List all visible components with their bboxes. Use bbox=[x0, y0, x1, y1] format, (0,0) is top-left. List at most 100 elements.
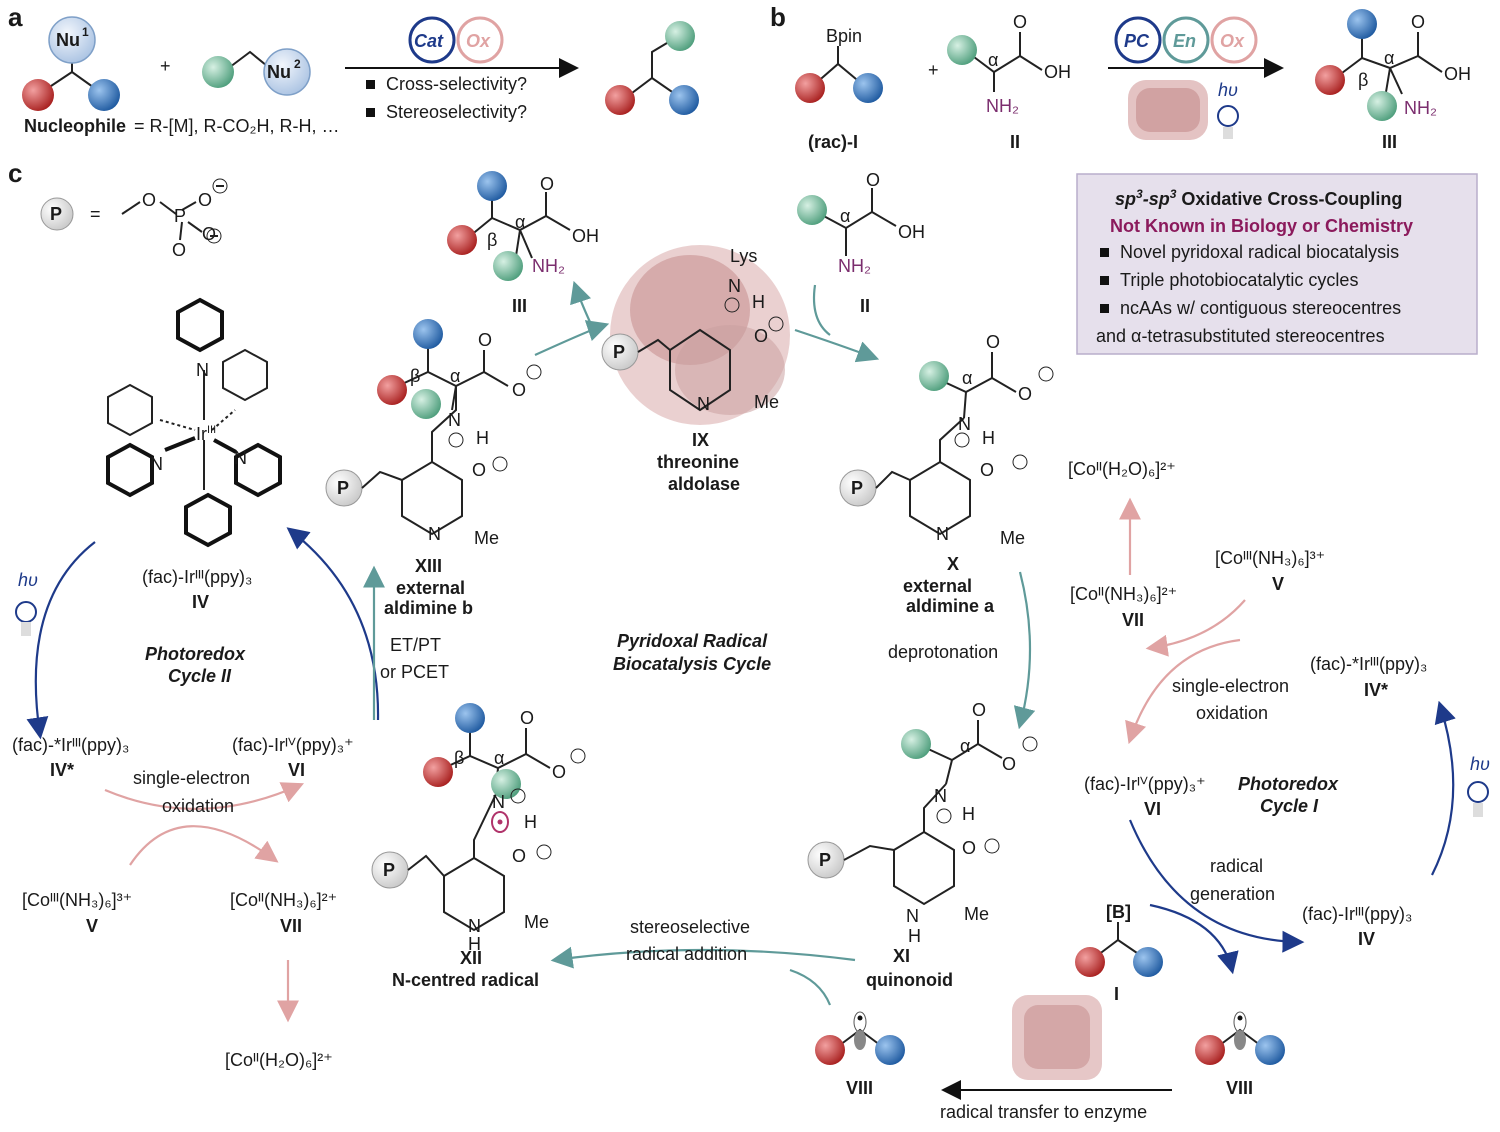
arrow-co-left bbox=[129, 825, 279, 866]
iv-label-top: IV bbox=[192, 592, 209, 612]
b-iii-oh: OH bbox=[1444, 64, 1471, 84]
xii-beta: β bbox=[454, 748, 464, 768]
panel-b: Bpin (rac)-I + O OH α NH₂ II PC En Ox hυ… bbox=[795, 9, 1471, 152]
cat-text: Cat bbox=[414, 31, 444, 51]
viii-right: VIII bbox=[1195, 1011, 1285, 1098]
nu2-sphere bbox=[263, 48, 311, 96]
oxidation-left: oxidation bbox=[162, 796, 234, 816]
center-title-l2: Biocatalysis Cycle bbox=[613, 654, 771, 674]
arrow-excitation-right bbox=[1431, 700, 1456, 876]
b-iii-nh2: NH₂ bbox=[1404, 98, 1437, 118]
x-name-l1: external bbox=[903, 576, 972, 596]
iii-top-o: O bbox=[540, 174, 554, 194]
coh2o-left: [Coᴵᴵ(H₂O)₆]²⁺ bbox=[225, 1050, 333, 1070]
box-item-2: Triple photobiocatalytic cycles bbox=[1120, 270, 1358, 290]
stereo2: radical addition bbox=[626, 944, 747, 964]
xi-n: N bbox=[934, 786, 947, 806]
viii-left: VIII bbox=[815, 1011, 905, 1098]
arrow-xiii-to-ix bbox=[534, 320, 610, 357]
vi-right-label: VI bbox=[1144, 799, 1161, 819]
xiii-name-l1: external bbox=[396, 578, 465, 598]
ir-n2: N bbox=[150, 454, 163, 474]
oxidation-right: oxidation bbox=[1196, 703, 1268, 723]
panel-a-label: a bbox=[8, 2, 23, 32]
ix-name-l1: threonine bbox=[657, 452, 739, 472]
ox-text: Ox bbox=[466, 31, 491, 51]
nucleophile-def: = R-[M], R-CO₂H, R-H, … bbox=[134, 116, 339, 136]
xiii-p: P bbox=[337, 478, 349, 498]
i-label: I bbox=[1114, 984, 1119, 1004]
iii-top: O OH α β NH₂ III bbox=[447, 171, 599, 316]
ix-o: O bbox=[754, 326, 768, 346]
bpin: Bpin bbox=[826, 26, 862, 46]
ir-n3: N bbox=[234, 448, 247, 468]
radgen1: radical bbox=[1210, 856, 1263, 876]
arrow-xi-to-xii bbox=[550, 946, 856, 969]
iii-top-nh2: NH₂ bbox=[532, 256, 565, 276]
p-sphere-label: P bbox=[50, 204, 62, 224]
box-subtitle: Not Known in Biology or Chemistry bbox=[1110, 216, 1413, 236]
ix-n2: N bbox=[728, 276, 741, 296]
hv-b: hυ bbox=[1218, 80, 1238, 100]
nu1-sup: 1 bbox=[82, 25, 89, 39]
xi-h2: H bbox=[908, 926, 921, 946]
ii-label-b: II bbox=[1010, 132, 1020, 152]
xi-o2: O bbox=[1002, 754, 1016, 774]
red-sphere bbox=[22, 79, 54, 111]
hv-left: hυ bbox=[18, 570, 38, 590]
panel-b-label: b bbox=[770, 2, 786, 32]
arrow-seo-right bbox=[1125, 638, 1241, 745]
vi-left-label: VI bbox=[288, 760, 305, 780]
b-ii-alpha: α bbox=[988, 50, 998, 70]
arrow-excitation-left bbox=[26, 541, 96, 740]
etpt: ET/PT bbox=[390, 635, 441, 655]
x-o: O bbox=[986, 332, 1000, 352]
viii-left-label: VIII bbox=[846, 1078, 873, 1098]
xiii-h: H bbox=[476, 428, 489, 448]
box-item-3: ncAAs w/ contiguous stereocentres bbox=[1120, 298, 1401, 318]
ii-top-nh2: NH₂ bbox=[838, 256, 871, 276]
ix-name-l2: aldolase bbox=[668, 474, 740, 494]
box-title: sp3-sp3 Oxidative Cross-Coupling bbox=[1115, 187, 1402, 209]
stereo1: stereoselective bbox=[630, 917, 750, 937]
viii-right-label: VIII bbox=[1226, 1078, 1253, 1098]
substrate-i: [B] I bbox=[1075, 902, 1163, 1004]
ir-n1: N bbox=[196, 360, 209, 380]
iii-label-b: III bbox=[1382, 132, 1397, 152]
b-ii-nh2: NH₂ bbox=[986, 96, 1019, 116]
iv-right: (fac)-Irᴵᴵᴵ(ppy)₃ bbox=[1302, 904, 1412, 924]
green-sphere bbox=[202, 56, 234, 88]
stereoselectivity: Stereoselectivity? bbox=[386, 102, 527, 122]
arrow-return-cycle2 bbox=[286, 527, 380, 721]
arrow-to-viii bbox=[1149, 903, 1239, 975]
xii-o2: O bbox=[552, 762, 566, 782]
arrow-x-to-xi bbox=[1013, 571, 1036, 730]
x-me: Me bbox=[1000, 528, 1025, 548]
box-item-4: and α-tetrasubstituted stereocentres bbox=[1096, 326, 1385, 346]
cat-icon bbox=[408, 16, 456, 64]
v-right: V bbox=[1272, 574, 1284, 594]
lightbulb-icon-left bbox=[15, 601, 37, 623]
xiii-o2: O bbox=[512, 380, 526, 400]
iii-top-alpha: α bbox=[515, 212, 525, 232]
nucleophile-label: Nucleophile bbox=[24, 116, 126, 136]
ix-n: N bbox=[697, 394, 710, 414]
co2-left: [Coᴵᴵ(NH₃)₆]²⁺ bbox=[230, 890, 337, 910]
x-h: H bbox=[982, 428, 995, 448]
xii-name: N-centred radical bbox=[392, 970, 539, 990]
xii-n: N bbox=[492, 792, 505, 812]
en-icon: En bbox=[1173, 31, 1196, 51]
xi-alpha: α bbox=[960, 736, 970, 756]
iii-top-oh: OH bbox=[572, 226, 599, 246]
ii-top-alpha: α bbox=[840, 206, 850, 226]
arrow-radical-generation bbox=[1128, 819, 1305, 953]
ix-h: H bbox=[752, 292, 765, 312]
xiii-n2: N bbox=[428, 524, 441, 544]
p-definition: P = O P O O O bbox=[40, 178, 228, 260]
x-p: P bbox=[851, 478, 863, 498]
deprotonation: deprotonation bbox=[888, 642, 998, 662]
xii-p: P bbox=[383, 860, 395, 880]
b-iii-alpha: α bbox=[1384, 48, 1394, 68]
co3-left: [Coᴵᴵᴵ(NH₃)₆]³⁺ bbox=[22, 890, 132, 910]
